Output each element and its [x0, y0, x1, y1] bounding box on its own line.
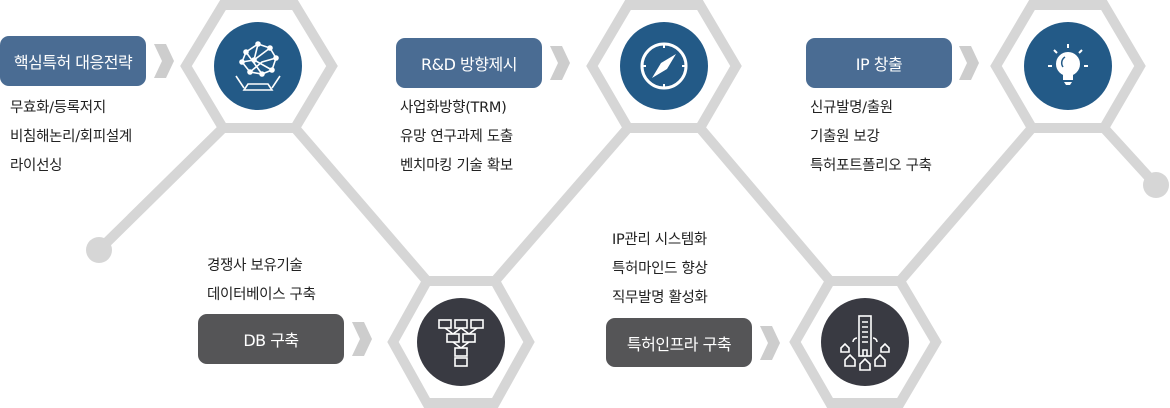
chevron-right-icon: [760, 326, 780, 360]
step-label: 핵심특허 대응전략: [14, 49, 132, 73]
list-item: 신규발명/출원: [810, 94, 932, 123]
list-item: 사업화방향(TRM): [400, 94, 513, 123]
list-item: IP관리 시스템화: [612, 226, 708, 255]
list-item: 라이선싱: [10, 152, 132, 181]
step-label: 특허인프라 구축: [627, 331, 731, 355]
step-patent-infra-button: 특허인프라 구축: [606, 318, 752, 367]
list-item: 직무발명 활성화: [612, 284, 708, 313]
chevron-right-icon: [154, 44, 174, 78]
step-items-list: 경쟁사 보유기술 데이터베이스 구축: [207, 252, 316, 310]
end-dot: [1143, 172, 1169, 198]
step-ip-creation-button: IP 창출: [806, 38, 952, 88]
list-item: 경쟁사 보유기술: [207, 252, 316, 281]
list-item: 기출원 보강: [810, 123, 932, 152]
lightbulb-icon: [1024, 22, 1112, 110]
step-items-list: 신규발명/출원 기출원 보강 특허포트폴리오 구축: [810, 94, 932, 181]
chevron-right-icon: [550, 46, 570, 80]
list-item: 특허포트폴리오 구축: [810, 152, 932, 181]
list-item: 특허마인드 향상: [612, 255, 708, 284]
connector-line: [495, 128, 628, 281]
compass-icon: [620, 22, 708, 110]
step-label: DB 구축: [243, 327, 298, 351]
chevron-right-icon: [959, 46, 979, 80]
list-item: 유망 연구과제 도출: [400, 123, 513, 152]
list-item: 무효화/등록저지: [10, 94, 132, 123]
step-core-patent-strategy-button: 핵심특허 대응전략: [0, 36, 146, 86]
step-items-list: IP관리 시스템화 특허마인드 향상 직무발명 활성화: [612, 226, 708, 313]
step-rnd-direction-button: R&D 방향제시: [396, 38, 542, 88]
database-tree-icon: [417, 298, 505, 386]
step-label: IP 창출: [856, 51, 902, 75]
list-item: 벤치마킹 기술 확보: [400, 152, 513, 181]
list-item: 데이터베이스 구축: [207, 281, 316, 310]
list-item: 비침해논리/회피설계: [10, 123, 132, 152]
brain-network-icon: [214, 22, 302, 110]
start-dot: [86, 237, 112, 263]
chevron-right-icon: [352, 322, 372, 356]
step-label: R&D 방향제시: [421, 51, 517, 75]
step-items-list: 사업화방향(TRM) 유망 연구과제 도출 벤치마킹 기술 확보: [400, 94, 513, 181]
step-db-build-button: DB 구축: [198, 314, 344, 364]
building-network-icon: [821, 298, 909, 386]
step-items-list: 무효화/등록저지 비침해논리/회피설계 라이선싱: [10, 94, 132, 181]
